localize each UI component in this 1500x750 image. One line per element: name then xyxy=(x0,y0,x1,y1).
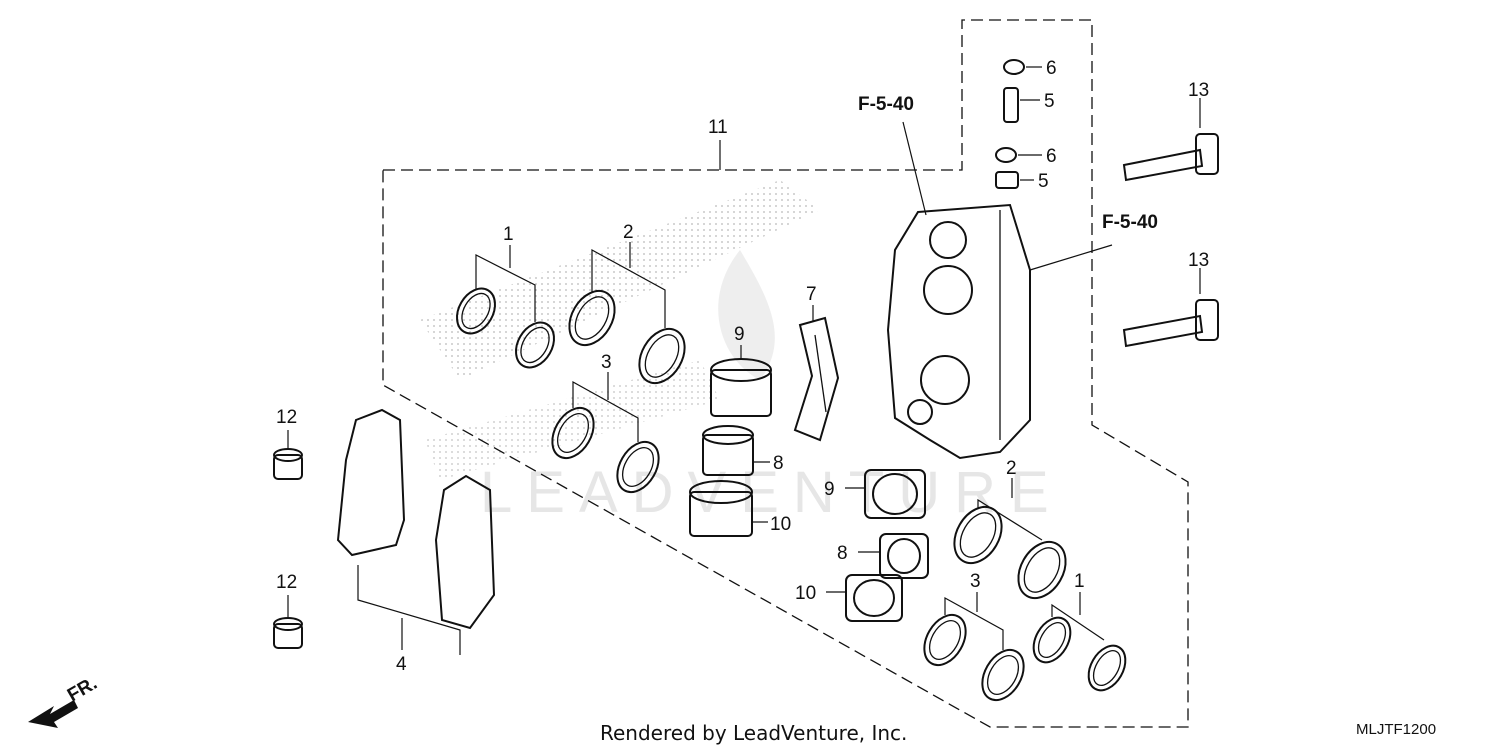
ref-right: F-5-40 xyxy=(1102,212,1158,233)
ref-right-arrow xyxy=(1029,244,1113,271)
ref-top-arrow xyxy=(902,121,927,216)
seal-2-top xyxy=(568,242,686,385)
diagram-code: MLJTF1200 xyxy=(1356,721,1436,738)
piston-8-top xyxy=(702,425,770,476)
callout-12-b: 12 xyxy=(276,572,297,593)
callout-5-a: 5 xyxy=(1044,91,1055,112)
pin-12-a xyxy=(273,430,303,480)
assembly-outline xyxy=(382,19,1189,728)
callout-8-bottom: 8 xyxy=(837,543,848,564)
piston-10-top xyxy=(689,480,768,537)
callout-1-bottom: 1 xyxy=(1074,571,1085,592)
seal-2-bottom xyxy=(953,478,1067,600)
seal-1-top xyxy=(456,245,555,369)
bolt-13-b xyxy=(1122,268,1219,348)
seal-3-bottom xyxy=(923,592,1025,702)
front-arrow-icon: FR. xyxy=(28,673,101,728)
bleeder-screw-5-b xyxy=(995,171,1034,189)
callout-7: 7 xyxy=(806,284,817,305)
callout-4: 4 xyxy=(396,654,407,675)
callout-8-top: 8 xyxy=(773,453,784,474)
brake-pad-set-4 xyxy=(336,408,496,655)
callout-3-top: 3 xyxy=(601,352,612,373)
bleeder-cap-6-a xyxy=(1003,59,1042,75)
bleeder-cap-6-b xyxy=(995,147,1042,163)
callout-11: 11 xyxy=(708,117,728,138)
callout-13-a: 13 xyxy=(1188,80,1209,101)
piston-9-bottom xyxy=(845,469,926,519)
callout-9-top: 9 xyxy=(734,324,745,345)
callout-6-a: 6 xyxy=(1046,58,1057,79)
footer-credit: Rendered by LeadVenture, Inc. xyxy=(600,721,907,745)
bolt-13-a xyxy=(1122,98,1219,182)
callout-5-b: 5 xyxy=(1038,171,1049,192)
callout-12-a: 12 xyxy=(276,407,297,428)
piston-9-top xyxy=(710,345,772,417)
piston-8-bottom xyxy=(858,533,929,579)
seal-3-top xyxy=(551,372,660,494)
callout-13-b: 13 xyxy=(1188,250,1209,271)
seal-1-bottom xyxy=(1032,592,1127,692)
piston-10-bottom xyxy=(826,574,903,622)
callout-1-top: 1 xyxy=(503,224,514,245)
front-label: FR. xyxy=(64,673,101,706)
watermark: LEADVENTURE xyxy=(420,180,1049,525)
callout-10-top: 10 xyxy=(770,514,791,535)
ref-top: F-5-40 xyxy=(858,94,914,115)
caliper-body xyxy=(886,203,1031,460)
callout-10-bottom: 10 xyxy=(795,583,816,604)
pad-spring-7 xyxy=(793,305,840,442)
callout-2-top: 2 xyxy=(623,222,634,243)
callout-9-bottom: 9 xyxy=(824,479,835,500)
callout-3-bottom: 3 xyxy=(970,571,981,592)
bleeder-screw-5-a xyxy=(1003,87,1040,123)
callout-2-bottom: 2 xyxy=(1006,458,1017,479)
pin-12-b xyxy=(273,595,303,649)
callout-6-b: 6 xyxy=(1046,146,1057,167)
